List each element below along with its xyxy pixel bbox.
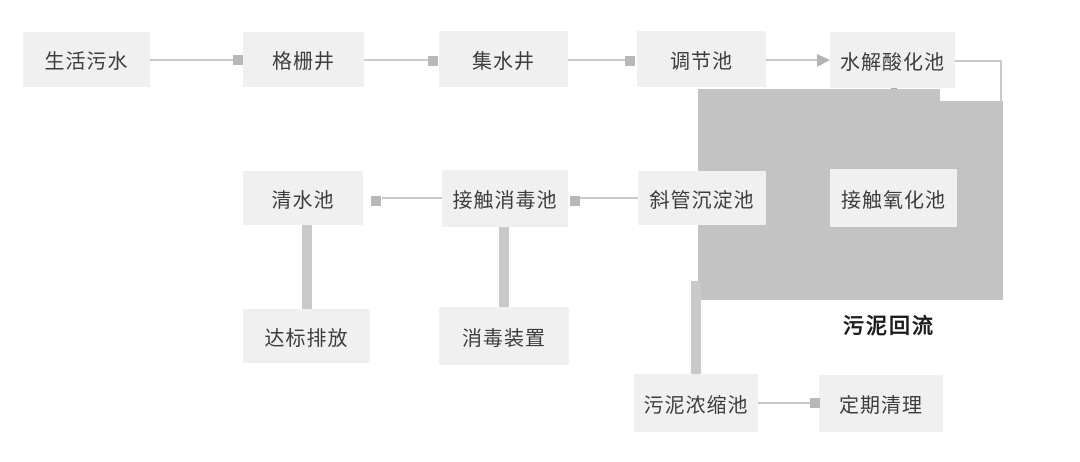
node-clear-water-tank: 清水池 (243, 171, 363, 225)
square-arrowhead-regulating (625, 56, 635, 66)
square-arrowhead-collectionwell (428, 56, 438, 66)
square-arrowhead-disinfection (570, 196, 580, 206)
node-disinfection-device: 消毒装置 (439, 307, 569, 365)
edge-disinfection-to-clearwater (382, 197, 442, 199)
node-inclined-tube-sedimentation-tank: 斜管沉淀池 (638, 171, 766, 225)
square-arrowhead-gridwell (233, 55, 243, 65)
edge-regulating-to-hydrolysis (766, 59, 817, 61)
edge-oxidation-to-sludge-thickening (691, 281, 701, 374)
sludge-return-block-top-strip (698, 89, 940, 101)
node-contact-oxidation-tank: 接触氧化池 (830, 169, 957, 227)
node-regular-cleaning: 定期清理 (819, 375, 943, 432)
square-arrowhead-cleaning (810, 398, 820, 408)
edge-thickening-to-cleaning (758, 402, 810, 404)
edge-hydrolysis-out-horizontal (955, 60, 1002, 62)
node-regulating-tank: 调节池 (637, 31, 766, 87)
sludge-return-label: 污泥回流 (843, 314, 935, 338)
node-domestic-sewage: 生活污水 (23, 32, 150, 87)
edge-collectionwell-to-regulating (568, 59, 625, 61)
square-arrowhead-clearwater (371, 196, 381, 206)
edge-sedimentation-to-disinfection (578, 197, 638, 199)
node-contact-disinfection-tank: 接触消毒池 (442, 170, 568, 227)
node-sludge-thickening-tank: 污泥浓缩池 (634, 374, 758, 432)
node-collection-well: 集水井 (439, 31, 568, 87)
edge-disinfectiontank-to-device (499, 227, 509, 307)
node-standard-discharge: 达标排放 (243, 309, 370, 363)
node-grid-well: 格栅井 (243, 32, 364, 87)
edge-gridwell-to-collectionwell (364, 59, 428, 61)
triangle-arrowhead-hydrolysis (817, 54, 830, 67)
edge-sewage-to-gridwell (150, 59, 233, 61)
edge-hydrolysis-out-vertical (1000, 60, 1002, 101)
node-hydrolysis-acidification-tank: 水解酸化池 (830, 32, 955, 88)
edge-clearwater-to-discharge (302, 225, 312, 309)
